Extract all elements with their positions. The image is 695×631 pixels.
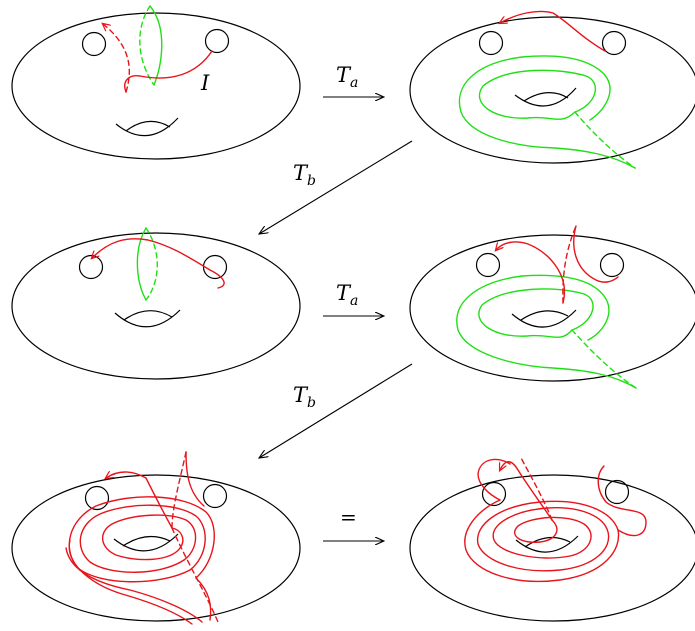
curve-b-top-right bbox=[185, 451, 205, 507]
spiral-tail-1 bbox=[195, 577, 212, 621]
hole-upper-lip bbox=[520, 310, 569, 321]
curve-a-outer-loop bbox=[458, 55, 636, 169]
spiral-tail-2 bbox=[65, 547, 203, 623]
panel-step-3 bbox=[11, 227, 301, 380]
arrow-move-b-2: Tb bbox=[259, 363, 413, 458]
curve-b-back bbox=[519, 455, 553, 521]
hole-upper-lip bbox=[122, 535, 171, 547]
equals-label: = bbox=[340, 505, 357, 529]
curve-a-front bbox=[149, 5, 163, 86]
curve-b-simplified bbox=[464, 455, 647, 583]
surface-outline bbox=[409, 234, 695, 382]
spiral-loop-1 bbox=[102, 514, 197, 561]
left-loop bbox=[477, 458, 511, 501]
spiral-loop-3 bbox=[68, 496, 215, 583]
curve-b bbox=[500, 10, 606, 52]
spiral-tail-3 bbox=[68, 539, 193, 625]
curve-a-back bbox=[571, 329, 637, 389]
hole-upper-lip bbox=[524, 536, 571, 548]
panel-step-5 bbox=[11, 451, 301, 625]
curve-a-inner-loop bbox=[478, 69, 597, 120]
boundary-circle-right bbox=[604, 479, 630, 505]
surface-outline bbox=[409, 474, 695, 622]
curve-b bbox=[92, 238, 225, 289]
boundary-circle-left bbox=[478, 30, 504, 56]
hole-upper-lip bbox=[523, 92, 569, 102]
hole-lower-lip bbox=[114, 309, 181, 328]
boundary-circle-left bbox=[78, 254, 104, 280]
hole-lower-lip bbox=[511, 309, 577, 328]
curve-a-outer-loop bbox=[456, 274, 637, 389]
surface-outline bbox=[11, 232, 301, 380]
boundary-circle-right bbox=[599, 252, 625, 278]
curve-label: I bbox=[200, 71, 210, 95]
arrow-label: Ta bbox=[336, 281, 358, 309]
boundary-circle-left bbox=[475, 252, 501, 278]
boundary-circle-left bbox=[84, 485, 110, 511]
surface-outline bbox=[409, 16, 695, 164]
curve-b-front bbox=[124, 50, 213, 93]
boundary-circle-right bbox=[202, 483, 228, 509]
spiral-loops bbox=[464, 499, 620, 583]
spiral-loop-2 bbox=[79, 504, 206, 573]
curve-b-back bbox=[562, 225, 577, 304]
arrow-move-a-2: Ta bbox=[323, 281, 384, 316]
panel-step-6 bbox=[409, 455, 695, 622]
boundary-circle-right bbox=[204, 28, 230, 54]
hole-lower-lip bbox=[113, 533, 179, 552]
right-loop bbox=[597, 465, 647, 537]
arrow-line bbox=[259, 363, 413, 458]
panel-step-1: I bbox=[11, 5, 301, 160]
surface-outline bbox=[11, 12, 301, 160]
arrow-line bbox=[259, 140, 413, 234]
curve-b-spiral bbox=[65, 451, 219, 625]
boundary-circle-right bbox=[601, 30, 627, 56]
hole-lower-lip bbox=[115, 117, 179, 137]
arrow-label: Tb bbox=[293, 161, 316, 189]
curve-a-back bbox=[574, 111, 636, 169]
hole-upper-lip bbox=[123, 310, 173, 321]
arrow-equals: = bbox=[323, 505, 384, 541]
arrow-move-a-1: Ta bbox=[323, 63, 384, 97]
curve-b-top-left bbox=[106, 472, 173, 529]
boundary-circle-left bbox=[81, 31, 107, 57]
arrow-label: Tb bbox=[293, 383, 316, 411]
boundary-circle-left bbox=[481, 481, 507, 507]
curve-a-front bbox=[136, 227, 147, 301]
curve-a-back bbox=[139, 5, 155, 86]
panel-step-2 bbox=[409, 10, 695, 169]
hole-upper-lip bbox=[125, 120, 171, 132]
arrow-into-circle bbox=[500, 461, 553, 521]
curve-a-inner-loop bbox=[478, 288, 594, 338]
curve-b-back bbox=[103, 24, 130, 93]
boundary-circle-right bbox=[202, 254, 228, 280]
hole-lower-lip bbox=[514, 87, 577, 107]
curve-b-front-right bbox=[573, 225, 619, 283]
curve-a-back bbox=[145, 227, 158, 301]
curve-b-back-bottom bbox=[171, 527, 219, 623]
arrow-move-b-1: Tb bbox=[259, 140, 413, 234]
hole-lower-lip bbox=[515, 535, 579, 553]
surface-outline bbox=[11, 474, 301, 622]
panel-step-4 bbox=[409, 225, 695, 389]
arrow-label: Ta bbox=[336, 63, 358, 91]
